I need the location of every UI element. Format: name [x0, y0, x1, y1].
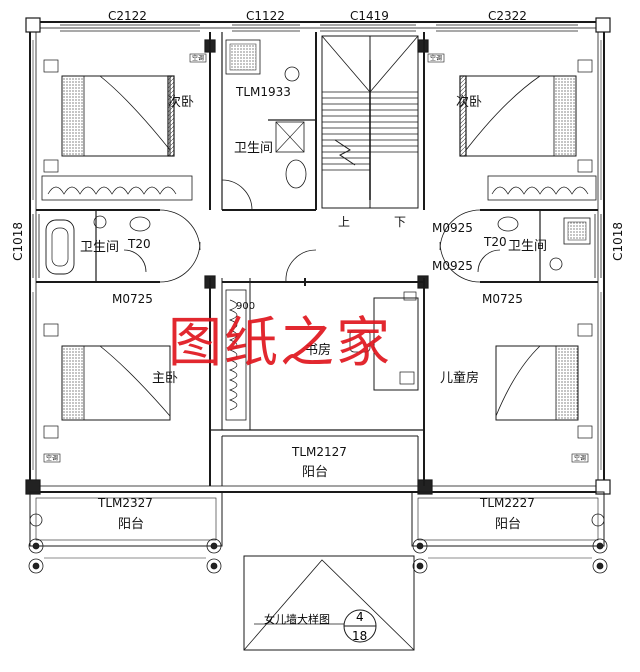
room-bath-center: 卫生间 — [234, 141, 274, 156]
room-balcony-right: 阳台 — [495, 517, 522, 532]
door-m0925-1: M0925 — [432, 221, 473, 235]
ac-label-4: 空调 — [574, 455, 587, 462]
window-c1018-left: C1018 — [11, 222, 25, 261]
detail-number: 4 — [356, 610, 364, 624]
door-t20-left: T20 — [128, 237, 151, 251]
room-balcony-left: 阳台 — [118, 517, 145, 532]
window-c2122: C2122 — [108, 9, 147, 23]
room-child: 儿童房 — [440, 371, 480, 386]
room-bath-right: 卫生间 — [508, 239, 548, 254]
window-c1419: C1419 — [350, 9, 389, 23]
room-bath-left: 卫生间 — [80, 240, 120, 255]
door-m0725-right: M0725 — [482, 292, 523, 306]
stair-down-label: 下 — [394, 215, 407, 229]
ac-label-1: 空调 — [192, 55, 205, 62]
parapet-detail-box — [243, 555, 415, 651]
door-tlm2227: TLM2227 — [480, 496, 535, 510]
room-study: 书房 — [305, 343, 332, 358]
window-c2322: C2322 — [488, 9, 527, 23]
watermark: 图纸之家 — [168, 311, 392, 374]
study-desk — [373, 297, 419, 391]
door-t20-right: T20 — [484, 235, 507, 249]
detail-sheet: 18 — [352, 629, 368, 643]
door-tlm1933: TLM1933 — [236, 85, 291, 99]
room-balcony-center: 阳台 — [302, 465, 329, 480]
detail-title: 女儿墙大样图 — [264, 613, 330, 626]
stair-up-label: 上 — [338, 215, 351, 229]
ac-label-3: 空调 — [46, 455, 59, 462]
window-c1018-right: C1018 — [611, 222, 625, 261]
window-c1122: C1122 — [246, 9, 285, 23]
ac-label-2: 空调 — [430, 55, 443, 62]
door-tlm2327: TLM2327 — [98, 496, 153, 510]
door-tlm2127: TLM2127 — [292, 445, 347, 459]
closet-code: 900 — [236, 301, 256, 312]
room-second-bed-right: 次卧 — [456, 95, 483, 110]
door-m0725-left: M0725 — [112, 292, 153, 306]
room-master: 主卧 — [152, 371, 179, 386]
room-second-bed-left: 次卧 — [168, 95, 195, 110]
outer-wall — [29, 21, 605, 493]
door-m0925-2: M0925 — [432, 259, 473, 273]
